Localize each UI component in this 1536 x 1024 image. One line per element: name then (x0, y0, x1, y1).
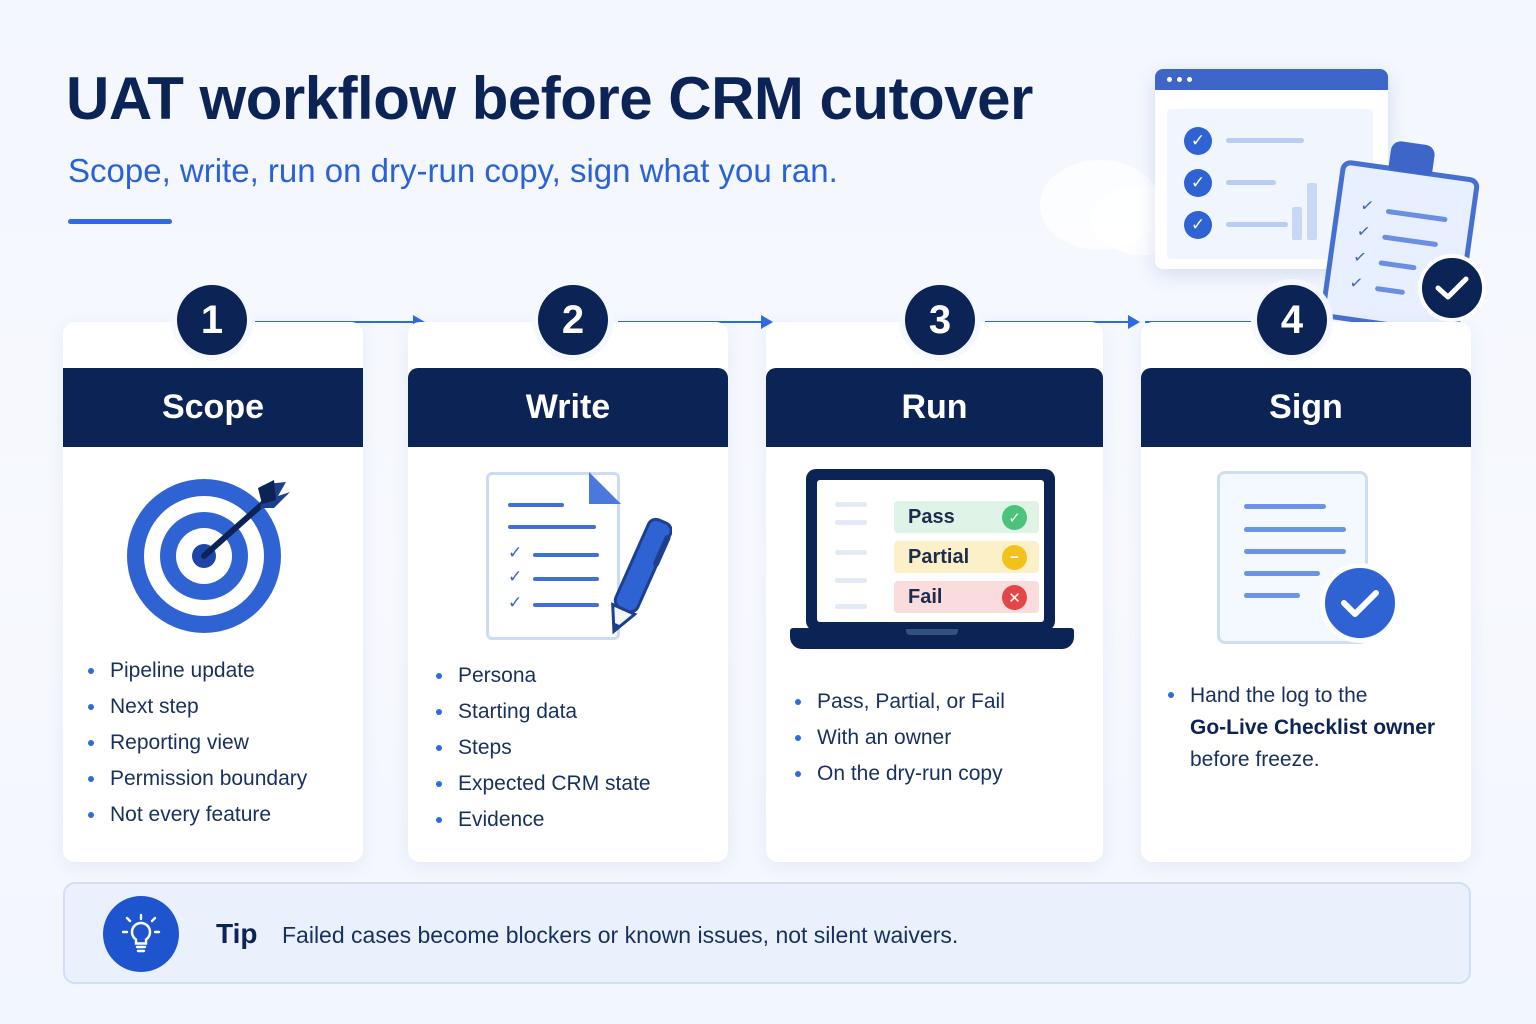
tip-label: Tip (216, 918, 258, 949)
list-item: On the dry-run copy (793, 756, 1005, 792)
run-bullets: Pass, Partial, or Fail With an owner On … (793, 684, 1005, 792)
laptop-icon: Pass ✓ Partial − Fail ✕ (806, 469, 1055, 631)
text-line (1226, 138, 1304, 143)
step-number: 3 (905, 285, 975, 355)
write-bullets: Persona Starting data Steps Expected CRM… (434, 658, 651, 838)
scope-bullets: Pipeline update Next step Reporting view… (86, 653, 307, 833)
list-item: Steps (434, 730, 651, 766)
list-item: Persona (434, 658, 651, 694)
check-circle-icon: ✓ (1184, 127, 1212, 155)
list-item: Starting data (434, 694, 651, 730)
clipboard-clip-icon (1388, 140, 1436, 176)
window-dot-icon (1167, 77, 1172, 82)
laptop-notch (906, 629, 958, 635)
arrow-right-icon (1128, 315, 1140, 329)
check-badge-icon (1418, 254, 1486, 322)
list-item: Expected CRM state (434, 766, 651, 802)
page-subtitle: Scope, write, run on dry-run copy, sign … (68, 152, 838, 189)
laptop-base (790, 628, 1074, 649)
list-item: Next step (86, 689, 307, 725)
sign-description: Hand the log to the Go-Live Checklist ow… (1166, 680, 1466, 776)
status-partial: Partial − (894, 541, 1039, 573)
tip-text: Failed cases become blockers or known is… (282, 922, 959, 948)
list-item: Pipeline update (86, 653, 307, 689)
list-item: Reporting view (86, 725, 307, 761)
laptop-screen: Pass ✓ Partial − Fail ✕ (817, 480, 1044, 622)
step-card-write: Write (408, 322, 728, 862)
window-titlebar (1155, 69, 1388, 90)
check-circle-icon: ✓ (1184, 211, 1212, 239)
list-item: With an owner (793, 720, 1005, 756)
list-item: Not every feature (86, 797, 307, 833)
title-underline (68, 219, 172, 224)
list-item: Evidence (434, 802, 651, 838)
tip-banner (63, 882, 1471, 984)
sign-text-bold: Go-Live Checklist owner (1190, 716, 1436, 739)
sign-text-line: Hand the log to the (1190, 684, 1368, 707)
status-label: Partial (908, 545, 970, 568)
step-number: 2 (538, 285, 608, 355)
sign-text-line: before freeze. (1190, 748, 1320, 771)
page-title: UAT workflow before CRM cutover (66, 65, 1033, 132)
status-label: Fail (908, 585, 943, 608)
status-pass: Pass ✓ (894, 501, 1039, 533)
step-title: Sign (1141, 368, 1471, 447)
x-circle-icon: ✕ (1002, 585, 1027, 610)
list-item: Permission boundary (86, 761, 307, 797)
minus-circle-icon: − (1002, 545, 1027, 570)
bar-chart-icon (1307, 183, 1317, 240)
status-fail: Fail ✕ (894, 581, 1039, 613)
text-line (1226, 180, 1276, 185)
text-line (1226, 222, 1288, 227)
check-circle-icon: ✓ (1002, 505, 1027, 530)
window-dot-icon (1187, 77, 1192, 82)
check-circle-icon: ✓ (1184, 169, 1212, 197)
step-number: 1 (177, 285, 247, 355)
step-title: Write (408, 368, 728, 447)
window-dot-icon (1177, 77, 1182, 82)
step-title: Run (766, 368, 1103, 447)
list-item: Pass, Partial, or Fail (793, 684, 1005, 720)
pen-icon (602, 512, 673, 647)
step-number: 4 (1257, 285, 1327, 355)
check-badge-icon (1320, 563, 1400, 643)
target-icon (126, 478, 296, 643)
bar-chart-icon (1292, 207, 1302, 240)
step-title: Scope (63, 368, 363, 447)
lightbulb-icon (103, 896, 179, 972)
status-label: Pass (908, 505, 955, 528)
